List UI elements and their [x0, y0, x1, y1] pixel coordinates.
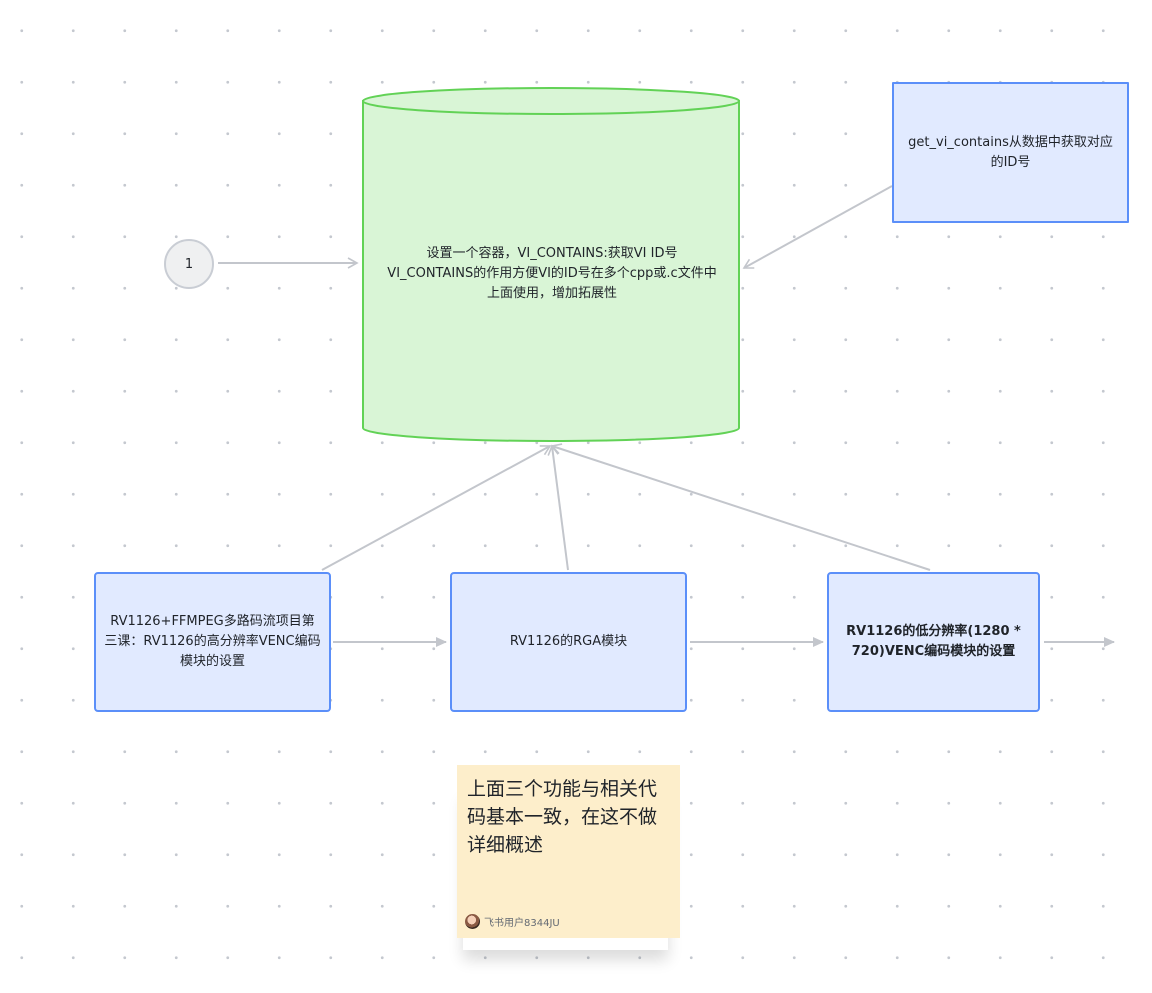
- get-vi-contains-node[interactable]: get_vi_contains从数据中获取对应的ID号: [892, 82, 1129, 223]
- sticky-note[interactable]: 上面三个功能与相关代码基本一致，在这不做详细概述 飞书用户8344JU: [457, 765, 680, 938]
- container-label-line: 设置一个容器，VI_CONTAINS:获取VI ID号: [366, 244, 738, 264]
- author-name: 飞书用户8344JU: [484, 914, 560, 929]
- edge-lowres-to-container: [552, 446, 930, 570]
- get-vi-contains-label: get_vi_contains从数据中获取对应的ID号: [902, 133, 1119, 173]
- start-circle-node[interactable]: 1: [164, 239, 214, 289]
- sticky-note-text: 上面三个功能与相关代码基本一致，在这不做详细概述: [467, 775, 670, 859]
- low-res-venc-label: RV1126的低分辨率(1280 * 720)VENC编码模块的设置: [837, 622, 1030, 662]
- rga-module-label: RV1126的RGA模块: [510, 632, 627, 652]
- start-circle-label: 1: [185, 257, 193, 272]
- low-res-venc-node[interactable]: RV1126的低分辨率(1280 * 720)VENC编码模块的设置: [827, 572, 1040, 712]
- container-label-line: VI_CONTAINS的作用方便VI的ID号在多个cpp或.c文件中: [366, 264, 738, 284]
- container-label-line: 上面使用，增加拓展性: [366, 284, 738, 304]
- edge-rga-to-container: [552, 446, 568, 570]
- edge-lesson3-to-container: [322, 446, 550, 570]
- rga-module-node[interactable]: RV1126的RGA模块: [450, 572, 687, 712]
- sticky-note-author: 飞书用户8344JU: [465, 914, 560, 929]
- high-res-venc-label: RV1126+FFMPEG多路码流项目第三课：RV1126的高分辨率VENC编码…: [104, 612, 321, 672]
- high-res-venc-node[interactable]: RV1126+FFMPEG多路码流项目第三课：RV1126的高分辨率VENC编码…: [94, 572, 331, 712]
- avatar: [465, 914, 480, 929]
- container-node-label[interactable]: 设置一个容器，VI_CONTAINS:获取VI ID号 VI_CONTAINS的…: [366, 244, 738, 304]
- edge-source-to-container: [744, 186, 892, 268]
